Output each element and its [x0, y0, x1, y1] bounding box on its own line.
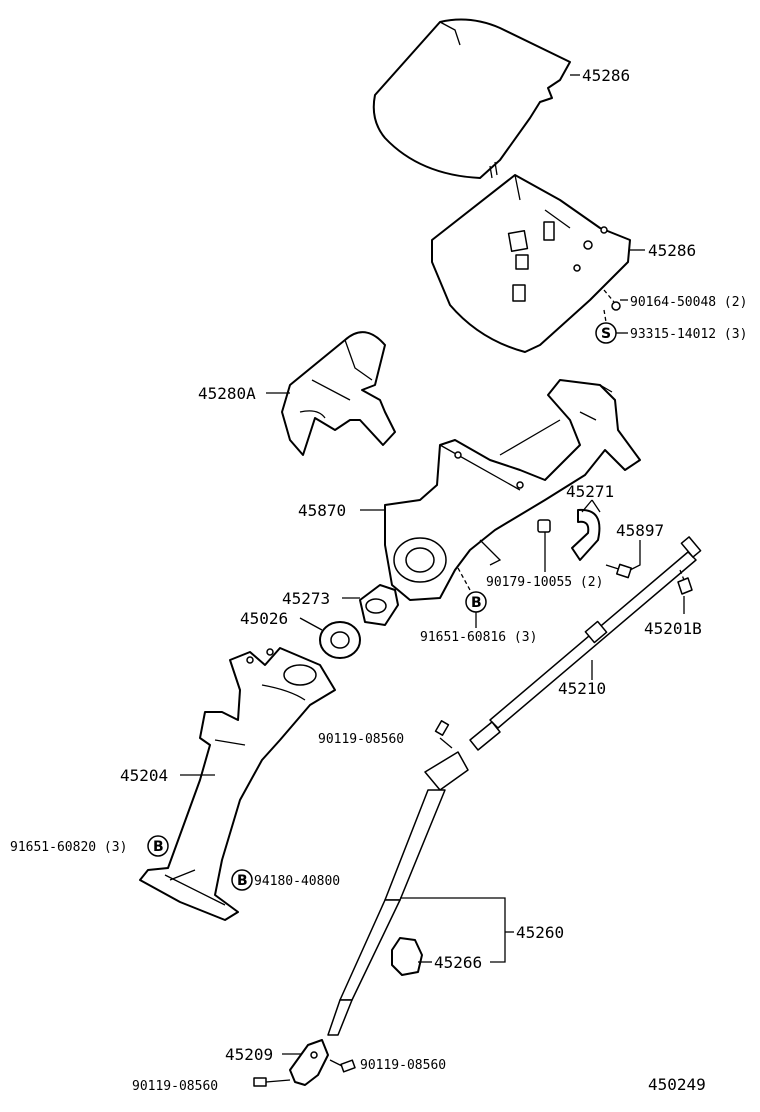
nut-90179	[537, 519, 551, 572]
bolt-90119-right	[329, 1059, 356, 1073]
leader-clamp	[581, 499, 601, 513]
bushing	[359, 584, 399, 626]
label-bolt-91651-60820: 91651-60820 (3)	[10, 840, 127, 855]
label-lower-cover: 45286	[648, 241, 696, 260]
main-shaft	[469, 536, 702, 751]
b-symbol-icon: B	[471, 595, 482, 611]
bracket-intermediate-shaft	[400, 897, 506, 963]
intermediate-shaft	[327, 751, 469, 1036]
b-symbol-icon: B	[237, 873, 248, 889]
bearing	[319, 621, 361, 659]
leader-bearing	[299, 617, 323, 631]
yoke	[289, 1039, 329, 1086]
boot-clip	[677, 569, 693, 614]
label-bolt-90119-right: 90119-08560	[360, 1058, 446, 1073]
label-support: 45280A	[198, 384, 256, 403]
upper-column-cover	[372, 18, 571, 179]
label-nut-90179: 90179-10055 (2)	[486, 575, 603, 590]
label-screw-90164: 90164-50048 (2)	[630, 295, 747, 310]
label-intermediate-shaft: 45260	[516, 923, 564, 942]
diagram-id: 450249	[648, 1075, 706, 1094]
screw-90164	[603, 289, 628, 311]
s-symbol-icon: S	[601, 326, 611, 342]
label-bolt-90119-left: 90119-08560	[132, 1079, 218, 1094]
clamp	[571, 508, 601, 561]
screw-s-symbol: S	[595, 309, 628, 344]
bolt-45897	[605, 540, 641, 579]
label-boot-clip: 45201B	[644, 619, 702, 638]
damper	[391, 937, 423, 976]
column-bracket	[384, 379, 641, 601]
label-bushing: 45273	[282, 589, 330, 608]
b-symbol-icon: B	[153, 839, 164, 855]
label-screw-93315: 93315-14012 (3)	[630, 327, 747, 342]
bolt-b-symbol-upper: B	[457, 567, 487, 628]
label-clamp: 45271	[566, 482, 614, 501]
label-nut-94180: 94180-40800	[254, 874, 340, 889]
label-yoke: 45209	[225, 1045, 273, 1064]
label-bolt-91651-60816: 91651-60816 (3)	[420, 630, 537, 645]
nut-b-symbol: B	[231, 869, 253, 891]
label-column-tube: 45204	[120, 766, 168, 785]
label-bearing: 45026	[240, 609, 288, 628]
bolt-b-symbol-left: B	[147, 835, 169, 857]
label-main-shaft: 45210	[558, 679, 606, 698]
column-tube	[139, 647, 336, 921]
label-bolt-45897: 45897	[616, 521, 664, 540]
label-column-bracket: 45870	[298, 501, 346, 520]
label-bolt-90119-upper: 90119-08560	[318, 732, 404, 747]
label-upper-cover: 45286	[582, 66, 630, 85]
bolt-90119-left	[253, 1077, 291, 1087]
bolt-90119-upper	[434, 720, 453, 749]
lower-column-cover	[431, 174, 631, 353]
column-support	[281, 331, 396, 456]
label-damper: 45266	[434, 953, 482, 972]
